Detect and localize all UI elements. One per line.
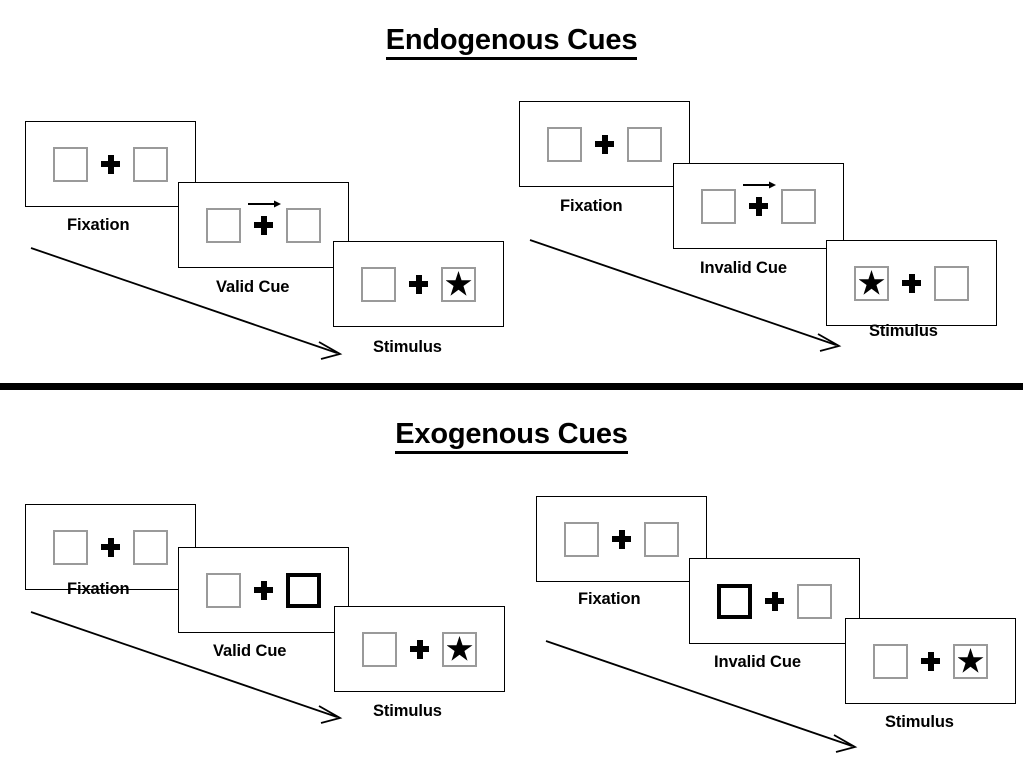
fixation-cross-icon — [254, 580, 273, 600]
fixation-cross-icon — [410, 639, 429, 659]
left-placeholder-box — [547, 126, 582, 162]
caption-stimulus: Stimulus — [373, 338, 442, 356]
fixation-cross-icon — [902, 273, 921, 293]
frame-stimulus[interactable] — [826, 240, 997, 326]
frame-inner — [53, 146, 168, 182]
section-divider — [0, 383, 1023, 390]
left-placeholder-box — [873, 643, 908, 679]
caption-stimulus: Stimulus — [869, 322, 938, 340]
left-placeholder-box — [361, 266, 396, 302]
diagonal-arrow-icon — [545, 640, 858, 753]
frame-inner — [854, 265, 969, 301]
section-title-exogenous: Exogenous Cues — [0, 418, 1023, 454]
fixation-cross-icon — [595, 134, 614, 154]
right-placeholder-box — [781, 188, 816, 224]
sequence-group-endogenous-invalid: Fixation Invalid Cue Stimulus — [0, 0, 1023, 380]
frame-cue[interactable] — [673, 163, 844, 249]
frame-inner — [206, 572, 321, 608]
right-placeholder-box — [627, 126, 662, 162]
right-cued-box — [286, 572, 321, 608]
caption-stimulus: Stimulus — [885, 713, 954, 731]
sequence-group-exogenous-valid: Fixation Valid Cue Stimulus — [25, 504, 505, 724]
caption-stimulus: Stimulus — [373, 702, 442, 720]
frame-inner — [717, 583, 832, 619]
fixation-cross-icon — [101, 537, 120, 557]
frame-inner — [362, 631, 477, 667]
right-placeholder-box — [133, 529, 168, 565]
fixation-cross-icon — [765, 591, 784, 611]
frame-cue[interactable] — [689, 558, 860, 644]
frame-fixation[interactable] — [25, 504, 196, 590]
right-placeholder-box — [286, 207, 321, 243]
frame-fixation[interactable] — [536, 496, 707, 582]
fixation-cross-icon — [247, 200, 281, 235]
caption-fixation: Fixation — [560, 197, 623, 215]
right-target-box — [442, 631, 477, 667]
fixation-cross-icon — [409, 274, 428, 294]
frame-stimulus[interactable] — [845, 618, 1016, 704]
right-arrow-icon — [742, 181, 776, 188]
section-title-endogenous-text: Endogenous Cues — [385, 24, 637, 60]
frame-stimulus[interactable] — [334, 606, 505, 692]
left-placeholder-box — [206, 572, 241, 608]
frame-inner — [564, 521, 679, 557]
right-target-box — [953, 643, 988, 679]
right-placeholder-box — [934, 265, 969, 301]
frame-inner — [53, 529, 168, 565]
right-placeholder-box — [797, 583, 832, 619]
frame-inner — [701, 181, 816, 224]
left-placeholder-box — [206, 207, 241, 243]
frame-inner — [547, 126, 662, 162]
frame-inner — [206, 200, 321, 243]
caption-cue: Invalid Cue — [714, 653, 801, 671]
right-placeholder-box — [133, 146, 168, 182]
frame-fixation[interactable] — [25, 121, 196, 207]
caption-fixation: Fixation — [67, 580, 130, 598]
caption-fixation: Fixation — [67, 216, 130, 234]
section-title-exogenous-text: Exogenous Cues — [395, 418, 628, 454]
fixation-cross-icon — [612, 529, 631, 549]
left-placeholder-box — [53, 529, 88, 565]
fixation-cross-icon — [742, 181, 776, 216]
left-placeholder-box — [564, 521, 599, 557]
section-title-endogenous: Endogenous Cues — [0, 24, 1023, 60]
caption-fixation: Fixation — [578, 590, 641, 608]
left-target-box — [854, 265, 889, 301]
left-placeholder-box — [362, 631, 397, 667]
star-icon — [957, 648, 984, 673]
frame-inner — [873, 643, 988, 679]
fixation-cross-icon — [921, 651, 940, 671]
fixation-cross-icon — [101, 154, 120, 174]
right-placeholder-box — [644, 521, 679, 557]
left-cued-box — [717, 583, 752, 619]
frame-fixation[interactable] — [519, 101, 690, 187]
left-placeholder-box — [701, 188, 736, 224]
sequence-group-endogenous-valid: Fixation Valid Cue Stimulus — [0, 0, 520, 380]
right-target-box — [441, 266, 476, 302]
frame-stimulus[interactable] — [333, 241, 504, 327]
right-arrow-icon — [247, 200, 281, 207]
frame-inner — [361, 266, 476, 302]
left-placeholder-box — [53, 146, 88, 182]
